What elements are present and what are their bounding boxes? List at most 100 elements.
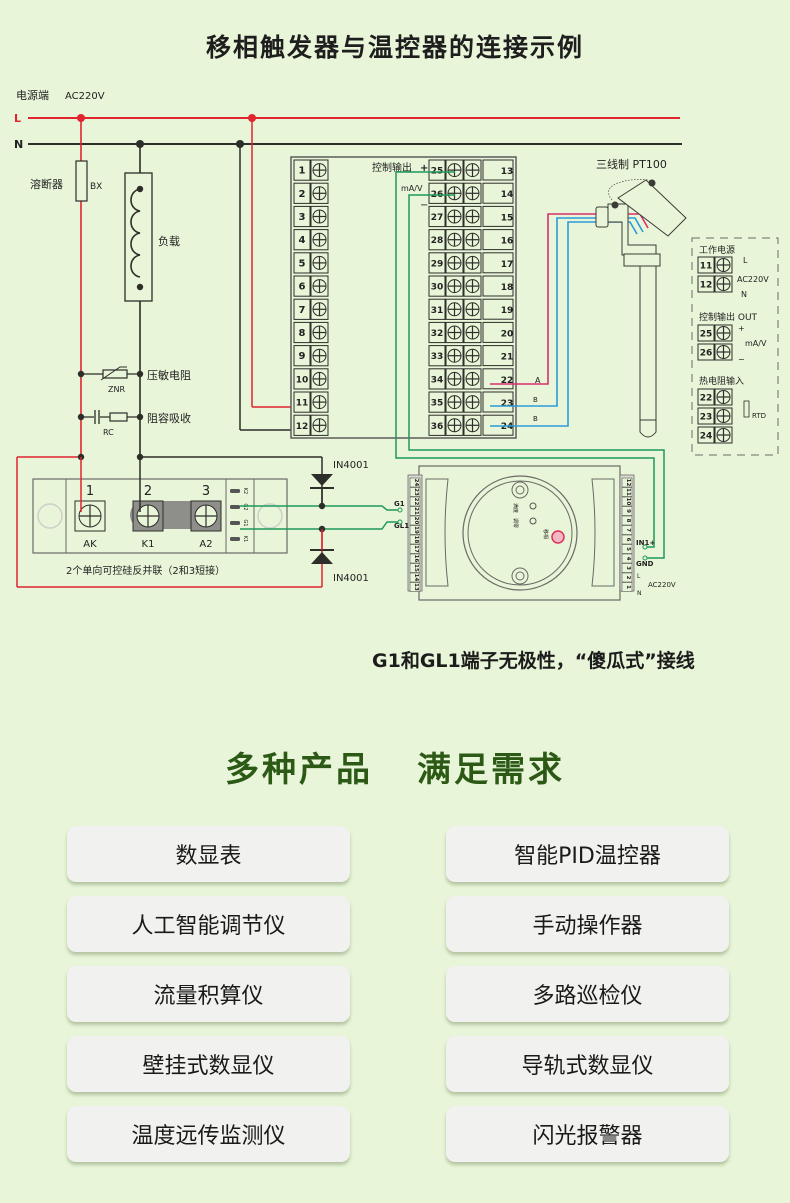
varistor-code: ZNR [108,385,125,394]
load-label: 负载 [158,234,180,248]
terminal: 4 [293,229,329,251]
terminal-number: 22 [700,394,713,404]
line-L-label: L [14,112,21,125]
terminal-number: 11 [700,262,713,272]
terminal: 12 [293,414,329,436]
trigger-terminal-number: 24 [413,479,419,487]
load-coil-icon [130,188,141,278]
product-button[interactable]: 导轨式数显仪 [446,1036,729,1092]
product-button[interactable]: 智能PID温控器 [446,826,729,882]
varistor-symbol [102,369,128,379]
terminal-number: 13 [501,167,514,177]
product-button[interactable]: 流量积算仪 [67,966,350,1022]
terminal: 35 [428,391,482,413]
controller-output-unit: mA/V [401,184,423,193]
terminal: 30 [428,275,482,297]
trigger-gl1-label: GL1 [394,522,409,530]
trigger-terminal-number: 2 [625,576,631,580]
legend-power-L: L [743,256,748,265]
terminal: 27 [428,205,482,228]
terminal-number: 10 [296,375,309,385]
terminal-number: 3 [299,212,306,223]
wiring-diagram: 电源端 AC220V L N 溶断器 BX 负载 ZNR 压敏电阻 RC 阻容吸… [14,88,779,601]
terminal-number: 20 [501,329,514,339]
fuse-label: 溶断器 [30,177,63,191]
product-button[interactable]: 手动操作器 [446,896,729,952]
terminal-number: 27 [431,213,444,223]
terminal-number: 4 [299,235,306,246]
scr-terminal-name: K1 [142,539,155,550]
terminal-number: 16 [501,237,514,247]
scr-terminals: 1AK 2K1 3A2 [74,484,222,550]
terminal-number: 15 [501,213,514,223]
trigger-terminal-number: 9 [625,509,631,513]
rtd-wire-red [490,213,649,385]
terminal-number: 32 [431,329,444,339]
scr-gate-label: K1 [242,536,248,542]
legend-output-unit: mA/V [745,339,767,348]
terminal-number: 23 [700,413,713,423]
scr-terminal: 3A2 [190,484,222,550]
trigger-terminal-number: 20 [413,517,419,525]
terminal-number: 12 [700,281,713,291]
trigger-terminal-number: 6 [625,538,631,542]
terminal: 5 [293,252,329,274]
snubber-resistor [109,412,128,422]
product-button[interactable]: 壁挂式数显仪 [67,1036,350,1092]
terminal: 29 [428,252,482,274]
terminal: 24 [697,426,733,444]
trigger-terminal-number: 18 [413,536,419,544]
trigger-terminal-number: 22 [413,498,419,506]
legend-output-minus: − [738,355,745,364]
terminal: 10 [293,368,329,390]
pt100-sensor-icon [595,179,687,438]
trigger-ac-N: N [637,590,642,597]
product-button[interactable]: 数显表 [67,826,350,882]
product-button[interactable]: 多路巡检仪 [446,966,729,1022]
phase-knob-icon[interactable] [551,530,565,544]
terminal-number: 24 [700,432,713,442]
terminal: 25 [428,159,482,181]
product-button[interactable]: 闪光报警器 [446,1106,729,1162]
trigger-terminal-number: 7 [625,528,631,532]
trigger-terminal-number: 4 [625,557,631,561]
controller-output-plus: + [420,163,428,174]
diode-top-icon [310,474,334,506]
scr-gate-label: G1 [242,519,248,526]
scr-terminal: 1AK [74,484,106,550]
terminal-number: 2 [299,189,306,200]
product-button[interactable]: 人工智能调节仪 [67,896,350,952]
trigger-terminal-number: 14 [413,574,419,582]
legend-power-terminals: 11 12 [697,256,733,293]
diode-top-label: IN4001 [333,460,369,471]
terminal: 28 [428,229,482,251]
knob-label-zero: 调零 [512,518,519,528]
terminal-number: 7 [299,305,306,316]
terminal-number: 33 [431,352,444,362]
trigger-terminal-number: 21 [413,507,419,515]
varistor-label: 压敏电阻 [147,368,191,382]
terminal-number: 6 [299,282,306,293]
scr-gate-label: G2 [242,503,248,510]
rtd-wire-label-a: A [535,376,541,385]
diode-bottom-label: IN4001 [333,573,369,584]
line-N-label: N [14,138,23,151]
trigger-gnd-label: GND [636,560,654,568]
rtd-wire-label-b2: B [533,415,538,423]
power-source-voltage: AC220V [65,91,105,102]
terminal: 23 [697,407,733,425]
product-button[interactable]: 温度远传监测仪 [67,1106,350,1162]
terminal: 1 [293,159,329,181]
terminal-number: 17 [501,260,514,270]
snubber-code: RC [103,428,114,437]
trigger-terminal-number: 10 [625,498,631,506]
fuse-code: BX [90,182,102,192]
diode-bottom-icon [310,529,334,564]
terminal-number: 23 [501,399,514,409]
scr-terminal-number: 2 [144,484,152,499]
terminal: 3 [293,205,329,228]
